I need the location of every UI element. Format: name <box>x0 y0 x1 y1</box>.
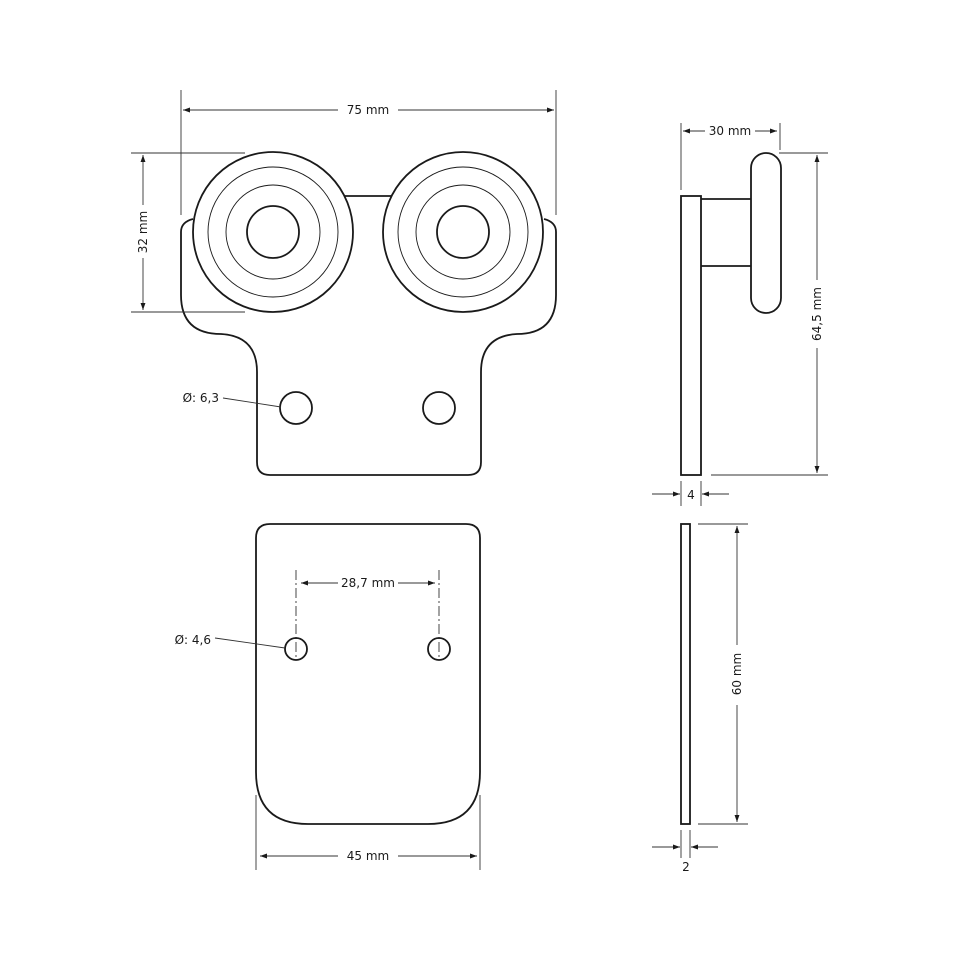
dimension-label: 45 mm <box>347 849 389 863</box>
dimension-28-7mm: 28,7 mm <box>301 576 435 590</box>
dimension-4: 4 <box>652 481 729 506</box>
dimension-label: 75 mm <box>347 103 389 117</box>
bracket-outline <box>180 218 557 476</box>
side-view-mounting-plate <box>680 523 691 825</box>
dimension-label: 28,7 mm <box>341 576 395 590</box>
side-view-roller-bracket <box>680 152 782 476</box>
dimension-label: Ø: 6,3 <box>183 391 219 405</box>
mount-hole-left <box>279 391 313 425</box>
dimension-32mm: 32 mm <box>131 152 245 313</box>
dimension-label: 32 mm <box>136 211 150 253</box>
roller-right <box>382 151 544 313</box>
dimension-label: 30 mm <box>709 124 751 138</box>
front-view-roller-bracket <box>180 151 557 476</box>
dimension-label: 60 mm <box>730 653 744 695</box>
mount-hole-right <box>422 391 456 425</box>
callout-hole-4-6: Ø: 4,6 <box>175 633 286 649</box>
roller-side <box>750 152 782 314</box>
dimension-75mm: 75 mm <box>180 90 557 215</box>
dimension-label: 64,5 mm <box>810 287 824 341</box>
front-view-mounting-plate <box>255 523 481 825</box>
dimension-label: 4 <box>687 488 695 502</box>
dimension-45mm: 45 mm <box>255 795 481 870</box>
roller-left <box>192 151 354 313</box>
plate-hole-left <box>284 637 308 661</box>
callout-hole-6-3: Ø: 6,3 <box>183 391 282 408</box>
dimension-2: 2 <box>652 830 718 874</box>
dimension-label: Ø: 4,6 <box>175 633 211 647</box>
dimension-30mm: 30 mm <box>680 123 781 190</box>
dimension-64-5mm: 64,5 mm <box>711 152 828 476</box>
dimension-60mm: 60 mm <box>698 523 748 825</box>
dimension-label: 2 <box>682 860 690 874</box>
plate-hole-right <box>427 637 451 661</box>
